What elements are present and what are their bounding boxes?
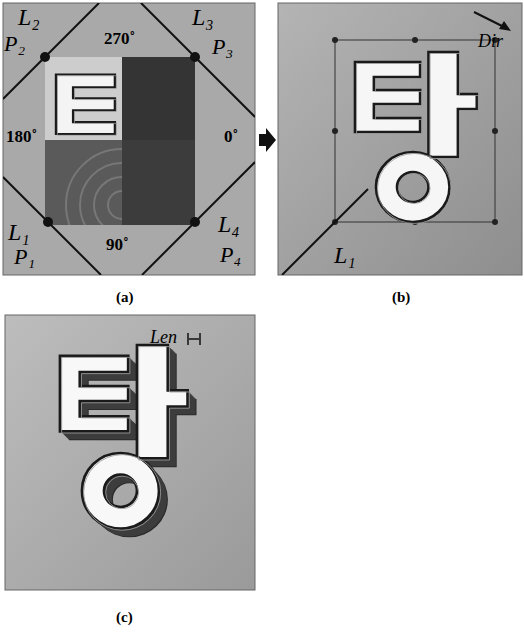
caption-label: (b) [392, 290, 410, 305]
line-name: L₁ [334, 243, 356, 267]
angle-label: 270˚ [104, 30, 135, 47]
line-name: L₄ [218, 212, 240, 236]
direction-label: Dir [478, 32, 503, 50]
caption-label: (a) [116, 290, 134, 305]
panel-a [3, 3, 255, 275]
line-name: L₁ [8, 220, 30, 244]
transition-arrow [259, 128, 276, 152]
angle-label: 90˚ [106, 236, 129, 253]
point-name: P₄ [220, 244, 241, 266]
point-name: P₂ [4, 33, 25, 55]
line-name: L₃ [192, 5, 214, 29]
angle-label: 180˚ [6, 128, 37, 145]
angle-label: 0˚ [224, 128, 238, 145]
panel-c [5, 315, 255, 590]
line-name: L₂ [18, 5, 40, 29]
point-name: P₁ [14, 246, 35, 268]
panel-b [278, 3, 522, 275]
caption-label: (c) [116, 610, 133, 625]
length-label: Len [150, 328, 177, 346]
point-name: P₃ [212, 36, 233, 58]
